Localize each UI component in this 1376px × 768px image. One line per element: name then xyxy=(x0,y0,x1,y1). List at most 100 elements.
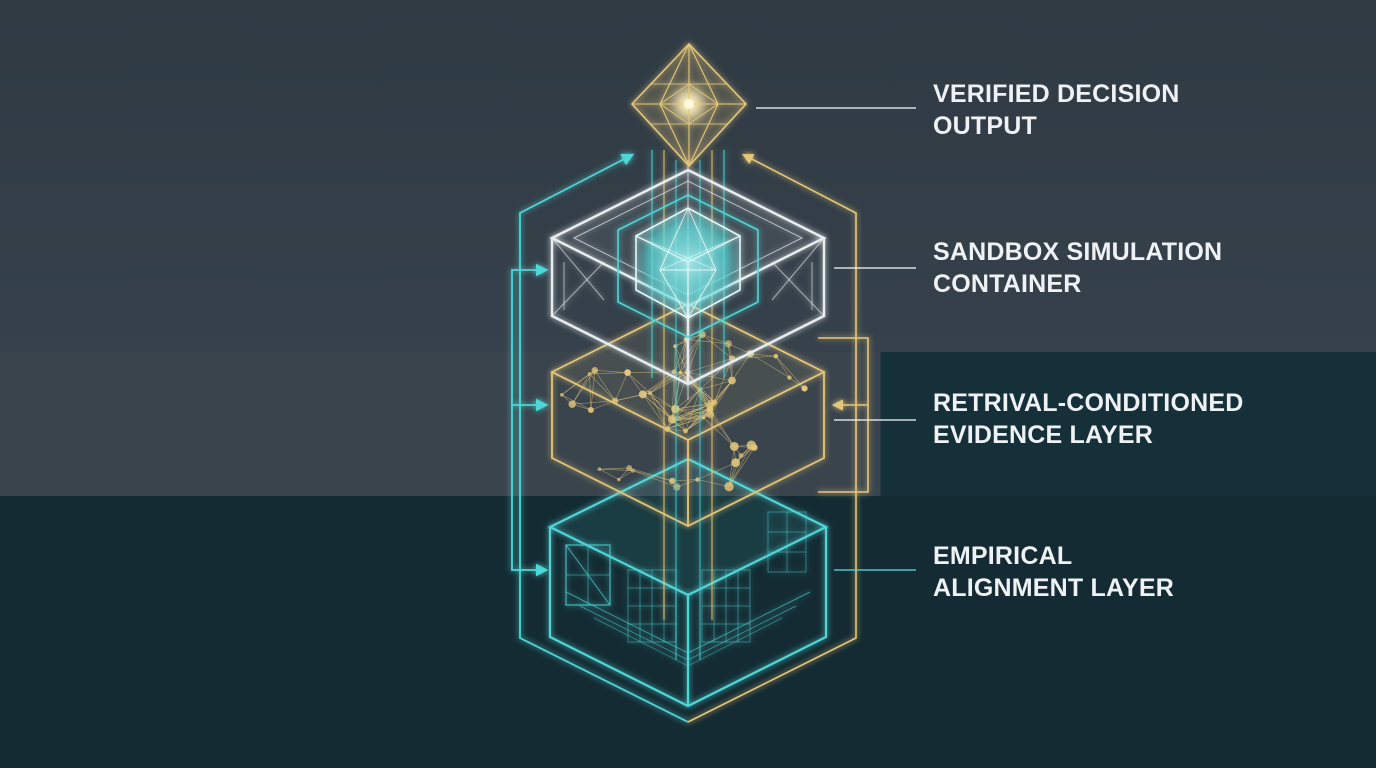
network-edge xyxy=(614,372,628,401)
network-edge xyxy=(590,370,596,410)
network-node xyxy=(729,441,739,451)
network-node xyxy=(638,390,647,399)
network-node xyxy=(597,467,602,472)
network-edge xyxy=(728,446,735,487)
network-edge xyxy=(680,334,703,373)
network-edge xyxy=(590,400,616,411)
network-edge xyxy=(728,447,755,487)
sandbox-inner-frame xyxy=(617,194,759,338)
network-edge xyxy=(673,389,701,422)
network-node xyxy=(568,400,576,408)
network-edge xyxy=(675,408,711,415)
label-output-line1: VERIFIED DECISION xyxy=(933,80,1180,108)
network-node xyxy=(683,428,689,434)
network-node xyxy=(701,416,706,420)
network-edge xyxy=(789,377,805,389)
network-edge xyxy=(629,467,673,482)
network-edge xyxy=(687,372,715,403)
network-edge xyxy=(671,389,701,420)
network-edge xyxy=(687,372,711,415)
network-node xyxy=(624,369,631,376)
network-edge xyxy=(697,462,736,480)
network-node xyxy=(559,392,564,397)
network-edge xyxy=(728,343,751,355)
network-edge xyxy=(687,371,733,381)
label-evidence-line1: RETRIVAL-CONDITIONED xyxy=(933,389,1244,417)
network-edge xyxy=(649,392,676,410)
network-node xyxy=(587,406,594,413)
network-node xyxy=(724,481,734,492)
network-edge xyxy=(618,470,634,480)
label-empirical-line2: ALIGNMENT LAYER xyxy=(933,574,1174,602)
network-edge xyxy=(775,356,790,378)
network-node xyxy=(647,390,653,396)
network-node xyxy=(728,376,736,385)
network-edge xyxy=(714,358,733,403)
label-sandbox-simulation-container: SANDBOX SIMULATION CONTAINER xyxy=(933,236,1353,300)
network-edge xyxy=(699,380,733,390)
label-empirical-line1: EMPIRICAL xyxy=(933,542,1073,570)
network-node xyxy=(787,375,792,380)
network-edge xyxy=(680,339,687,373)
network-edge xyxy=(685,414,711,432)
network-node xyxy=(664,426,671,432)
network-node xyxy=(587,372,592,376)
network-edge xyxy=(572,400,616,405)
verified-output-diamond xyxy=(630,42,748,168)
network-edge xyxy=(697,479,730,487)
network-edge xyxy=(594,369,628,373)
network-edge xyxy=(674,346,688,373)
network-edge xyxy=(775,355,805,389)
network-edge xyxy=(673,346,676,372)
label-verified-decision-output: VERIFIED DECISION OUTPUT xyxy=(933,78,1353,142)
network-edge xyxy=(632,470,677,488)
right-feedback-loops xyxy=(687,153,869,723)
network-edge xyxy=(561,394,592,411)
network-node xyxy=(695,477,700,482)
network-edge xyxy=(710,414,735,447)
network-edge xyxy=(571,370,596,405)
network-node xyxy=(724,340,732,348)
network-edge xyxy=(615,394,643,402)
network-edge xyxy=(672,414,711,420)
network-node xyxy=(669,477,676,485)
network-edge xyxy=(680,372,711,410)
label-sandbox-line2: CONTAINER xyxy=(933,270,1082,298)
network-node xyxy=(617,477,621,482)
network-node xyxy=(731,458,740,468)
network-edge xyxy=(627,372,651,394)
network-edge xyxy=(599,467,630,470)
network-node xyxy=(667,414,677,424)
network-node xyxy=(746,440,757,450)
network-node xyxy=(611,397,619,405)
network-node xyxy=(801,385,808,392)
network-edge xyxy=(667,409,711,430)
network-node xyxy=(626,464,633,471)
label-sandbox-line1: SANDBOX SIMULATION xyxy=(933,238,1223,266)
network-edge xyxy=(642,394,668,430)
network-edge xyxy=(649,372,688,394)
network-edge xyxy=(701,334,733,359)
network-edge xyxy=(710,380,733,415)
network-edge xyxy=(672,417,704,420)
network-node xyxy=(673,483,681,491)
label-evidence-line2: EVIDENCE LAYER xyxy=(933,421,1153,449)
network-edge xyxy=(680,372,715,403)
network-edge xyxy=(571,373,590,405)
network-edge xyxy=(642,394,673,420)
network-edge xyxy=(728,445,752,487)
network-edge xyxy=(642,394,676,410)
network-edge xyxy=(627,372,644,395)
network-edge xyxy=(750,353,790,378)
network-node xyxy=(630,468,635,473)
label-evidence-layer: RETRIVAL-CONDITIONED EVIDENCE LAYER xyxy=(933,387,1353,451)
network-edge xyxy=(589,373,592,410)
network-edge xyxy=(599,468,620,480)
network-node xyxy=(591,366,599,374)
network-edge xyxy=(649,392,673,420)
crystal-cube xyxy=(635,206,741,319)
network-edge xyxy=(685,389,701,432)
label-connectors xyxy=(756,107,916,571)
network-node xyxy=(678,370,683,375)
